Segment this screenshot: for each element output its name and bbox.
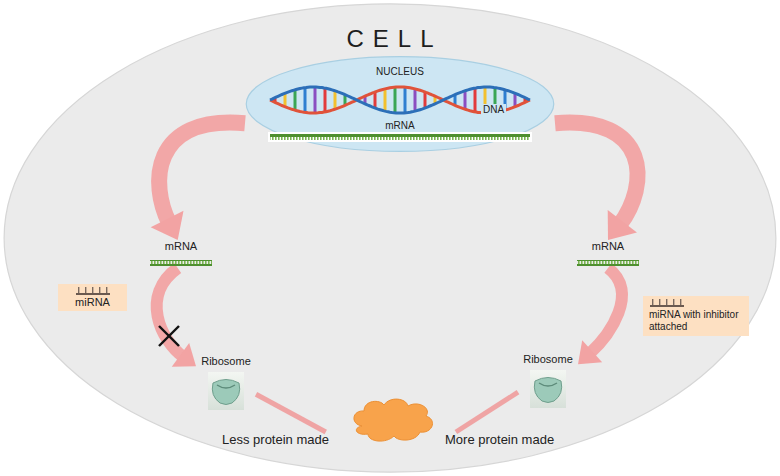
mirna-inhibitor-label: miRNA with inhibitor attached [649,309,743,333]
arrow-head [151,211,184,240]
ribosome-icon [530,370,566,408]
flow-arrow [151,123,245,240]
block-mark [159,326,179,346]
mirna-strand [76,287,110,296]
flow-arrow [578,268,622,364]
nucleus-label: NUCLEUS [245,66,555,78]
cell-title: CELL [1,25,779,53]
arrow-shaft [157,268,184,357]
mirna-label: miRNA [65,296,120,309]
arrow-shaft [256,394,326,432]
mirna-box: miRNA [58,284,127,311]
ribosome-icon [208,372,244,410]
ribosome-label: Ribosome [196,355,256,368]
mrna-label: mRNA [575,240,641,253]
mrna-label: mRNA [148,240,214,253]
protein-output: More protein made [445,432,554,448]
mrna-label: mRNA [383,120,416,132]
arrow-shaft [589,268,622,354]
flow-arrow [456,392,518,432]
dna-label: DNA [481,104,506,116]
protein-cloud [354,399,433,441]
nucleus-ellipse: NUCLEUS DNA mRNA [245,56,555,152]
arrow-head [608,210,637,240]
arrow-shaft [456,392,518,432]
mrna-node: mRNA [148,240,214,268]
block-mark-stroke [159,326,179,346]
mrna-strand [270,134,530,140]
flow-arrow [555,123,638,240]
protein-label: More protein made [445,432,554,448]
arrow-shaft [159,123,245,224]
flow-arrow [157,268,196,367]
protein-output: Less protein made [222,432,329,448]
ribosome-node: Ribosome [518,353,578,409]
ribosome-label: Ribosome [518,353,578,366]
protein-label: Less protein made [222,432,329,448]
mirna-strand [650,299,684,308]
block-mark-stroke [159,326,179,346]
ribosome-node: Ribosome [196,355,256,411]
arrow-shaft [555,123,638,225]
arrow-head [578,340,602,364]
mirna-inhibitor-box: miRNA with inhibitor attached [643,296,749,336]
flow-arrow [256,394,326,432]
arrow-head [172,343,196,367]
mrna-node: mRNA [575,240,641,268]
